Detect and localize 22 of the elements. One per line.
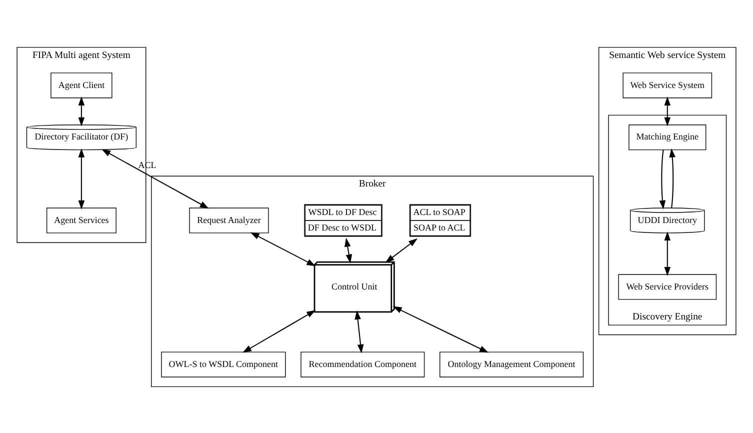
node-box: Agent Client [50,72,112,98]
arrow [392,306,489,352]
node-box: Web Service System [622,72,712,98]
node-box: Agent Services [46,207,116,233]
node-box: Web Service Providers [618,274,717,300]
node-box: Recommendation Component [300,351,425,377]
arrow [250,232,316,266]
arrow [669,148,676,208]
node-box: Ontology Management Component [440,351,584,377]
arrow [242,310,316,352]
arrow [78,148,85,209]
arrow [102,148,209,208]
arrow [385,238,418,262]
node-box: Matching Engine [628,124,706,150]
arrow [664,231,671,276]
arrow [344,237,352,263]
arrow [354,310,364,353]
node-box: Request Analyzer [189,207,269,233]
node-box: OWL-S to WSDL Component [161,351,286,377]
arrow [664,96,671,126]
arrow [78,96,85,126]
arrow [659,149,666,209]
